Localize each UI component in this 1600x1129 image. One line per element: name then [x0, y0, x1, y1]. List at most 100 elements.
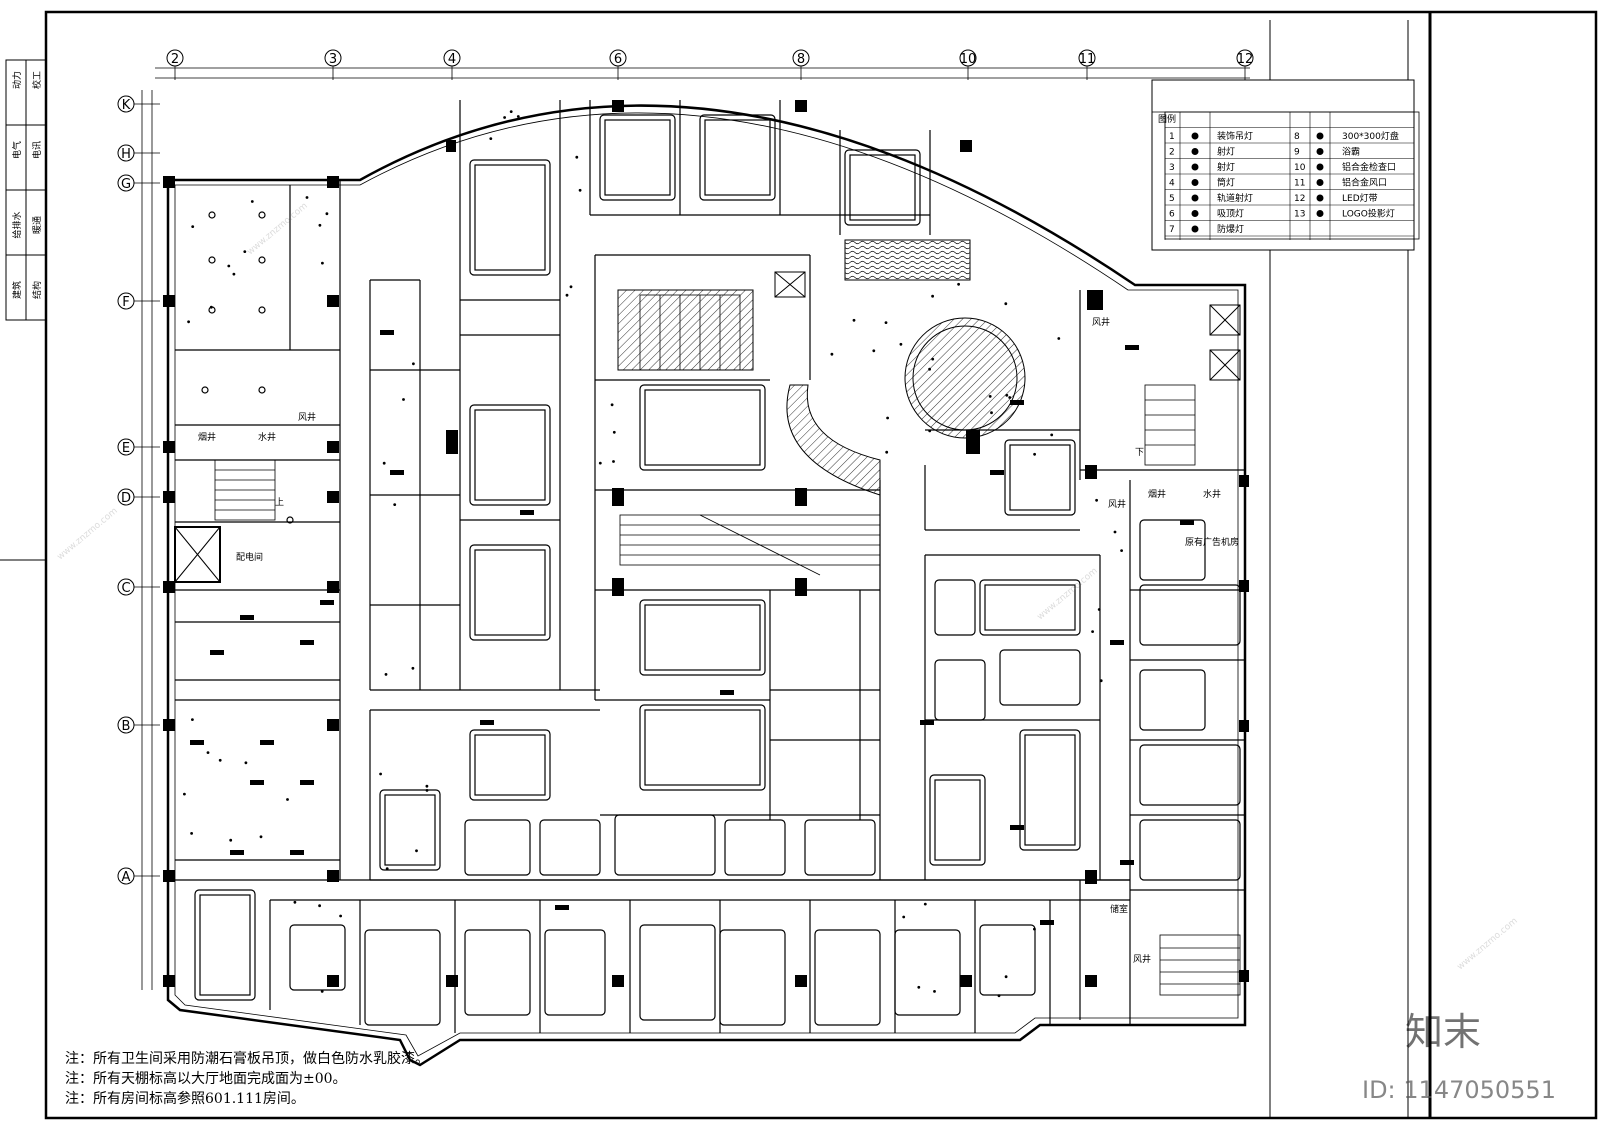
downlight-icon: [933, 990, 936, 993]
grid-col-11: 11: [1078, 49, 1096, 80]
grid-row-B: B: [117, 716, 160, 734]
grid-row-label: D: [121, 491, 131, 506]
legend-num: 1: [1169, 132, 1175, 142]
grid-row-H: H: [117, 144, 160, 162]
water-shaft-label: 水井: [258, 431, 276, 443]
downlight-icon: [425, 784, 429, 788]
interior-walls: [167, 100, 1245, 1033]
watermark-id: ID: 1147050551: [1362, 1076, 1556, 1104]
downlight-icon: [402, 398, 405, 401]
downlight-icon: [899, 342, 903, 346]
air-vent-icon: [1010, 400, 1024, 405]
grid-col-6: 6: [609, 49, 627, 80]
wind-shaft-label: 风井: [298, 411, 316, 423]
downlight-icon: [1099, 679, 1103, 683]
watermark: 知末 ID: 1147050551 www.znzmo.com www.znzm…: [56, 201, 1556, 1104]
downlight-icon: [1113, 530, 1117, 534]
air-vent-icon: [1110, 640, 1124, 645]
grid-row-label: B: [122, 719, 131, 734]
chandelier-icon: [201, 386, 209, 394]
grid-row-D: D: [117, 488, 160, 506]
downlight-icon: [886, 416, 889, 420]
downlight-icon: [325, 212, 329, 216]
bath-heater-icon: [1316, 148, 1324, 155]
watermark-logo: 知末: [1405, 1010, 1481, 1054]
grid-col-2: 2: [166, 49, 184, 80]
note-line: 注：所有卫生间采用防潮石膏板吊顶，做白色防水乳胶漆。: [65, 1050, 429, 1067]
downlight-icon: [232, 272, 236, 276]
building-outline: [166, 104, 1247, 1067]
downlight-icon: [990, 411, 993, 415]
hatched-zones: [617, 239, 1026, 496]
structural-columns: [163, 100, 1249, 987]
grid-col-8: 8: [792, 49, 810, 80]
downlight-icon: [218, 758, 222, 762]
grid-col-label: 12: [1237, 52, 1254, 67]
track-light-icon: [1191, 194, 1199, 202]
air-vent-icon: [520, 510, 534, 515]
water-shaft-label: 水井: [1203, 488, 1221, 500]
downlight-icon: [227, 264, 231, 268]
downlight-icon: [250, 200, 254, 203]
downlight-icon: [187, 320, 191, 324]
drawing-notes: 注：所有卫生间采用防潮石膏板吊顶，做白色防水乳胶漆。 注：所有天棚标高以大厅地面…: [65, 1050, 429, 1107]
downlight-icon: [1033, 452, 1036, 456]
legend-name: 吸顶灯: [1217, 209, 1244, 220]
legend-num: 11: [1294, 179, 1305, 189]
grid-row-label: A: [122, 870, 131, 885]
air-vent-icon: [380, 330, 394, 335]
air-vent-icon: [555, 905, 569, 910]
grid-col-label: 3: [329, 52, 337, 67]
downlight-icon: [1091, 630, 1094, 633]
air-vent-icon: [300, 640, 314, 645]
legend-num: 5: [1169, 194, 1175, 204]
downlight-icon: [610, 403, 614, 407]
grid-row-F: F: [117, 292, 160, 310]
air-vent-icon: [260, 740, 274, 745]
downlight-icon: [489, 137, 493, 141]
legend-num: 9: [1294, 148, 1300, 158]
downlight-icon: [1050, 433, 1054, 437]
grid-row-G: G: [117, 174, 160, 192]
downlight-icon: [885, 450, 889, 454]
legend-num: 7: [1169, 225, 1175, 235]
downlight-icon: [191, 225, 195, 229]
downlight-icon: [1004, 975, 1008, 979]
air-vent-icon: [250, 780, 264, 785]
explosion-proof-light-icon: [1191, 225, 1199, 233]
downlight-icon: [1097, 608, 1101, 611]
side-label: 校工: [31, 71, 43, 89]
downlight-icon: [830, 352, 834, 356]
air-vent-icon: [1125, 345, 1139, 350]
chandelier-icon: [1191, 132, 1199, 140]
legend-title: 图例: [1158, 113, 1176, 125]
air-vent-icon: [230, 850, 244, 855]
downlight-icon: [190, 832, 194, 835]
downlight-icon: [598, 461, 602, 465]
grid-row-label: F: [122, 295, 129, 310]
wind-shaft-label: 风井: [1092, 316, 1110, 328]
downlight-icon: [384, 673, 388, 676]
chandelier-icon: [286, 516, 294, 524]
legend-num: 4: [1169, 179, 1175, 189]
downlight-icon: [286, 798, 289, 801]
air-vent-icon: [190, 740, 204, 745]
legend-name: 300*300灯盘: [1342, 130, 1399, 142]
legend-name: 铝合金风口: [1342, 177, 1387, 189]
air-vent-icon: [210, 650, 224, 655]
legend-name: LOGO投影灯: [1342, 208, 1395, 220]
stairs: [214, 294, 1241, 996]
ceiling-room-frames: [194, 114, 1241, 1026]
downlight-icon: [244, 761, 248, 765]
room-labels: 烟井 水井 风井 配电间 风井 风井 烟井 水井 原有广告机房 储室 风井 上 …: [198, 316, 1239, 965]
stair-down-label: 下: [1135, 448, 1144, 458]
elevator-shafts: [174, 271, 1241, 583]
spotlight-icon: [1191, 148, 1199, 155]
smoke-shaft-label: 烟井: [1148, 488, 1166, 500]
side-label: 电气: [11, 141, 23, 159]
chandelier-icon: [258, 211, 266, 219]
grid-col-4: 4: [443, 49, 461, 80]
side-label: 给排水: [11, 211, 23, 238]
downlight-icon: [293, 900, 297, 904]
